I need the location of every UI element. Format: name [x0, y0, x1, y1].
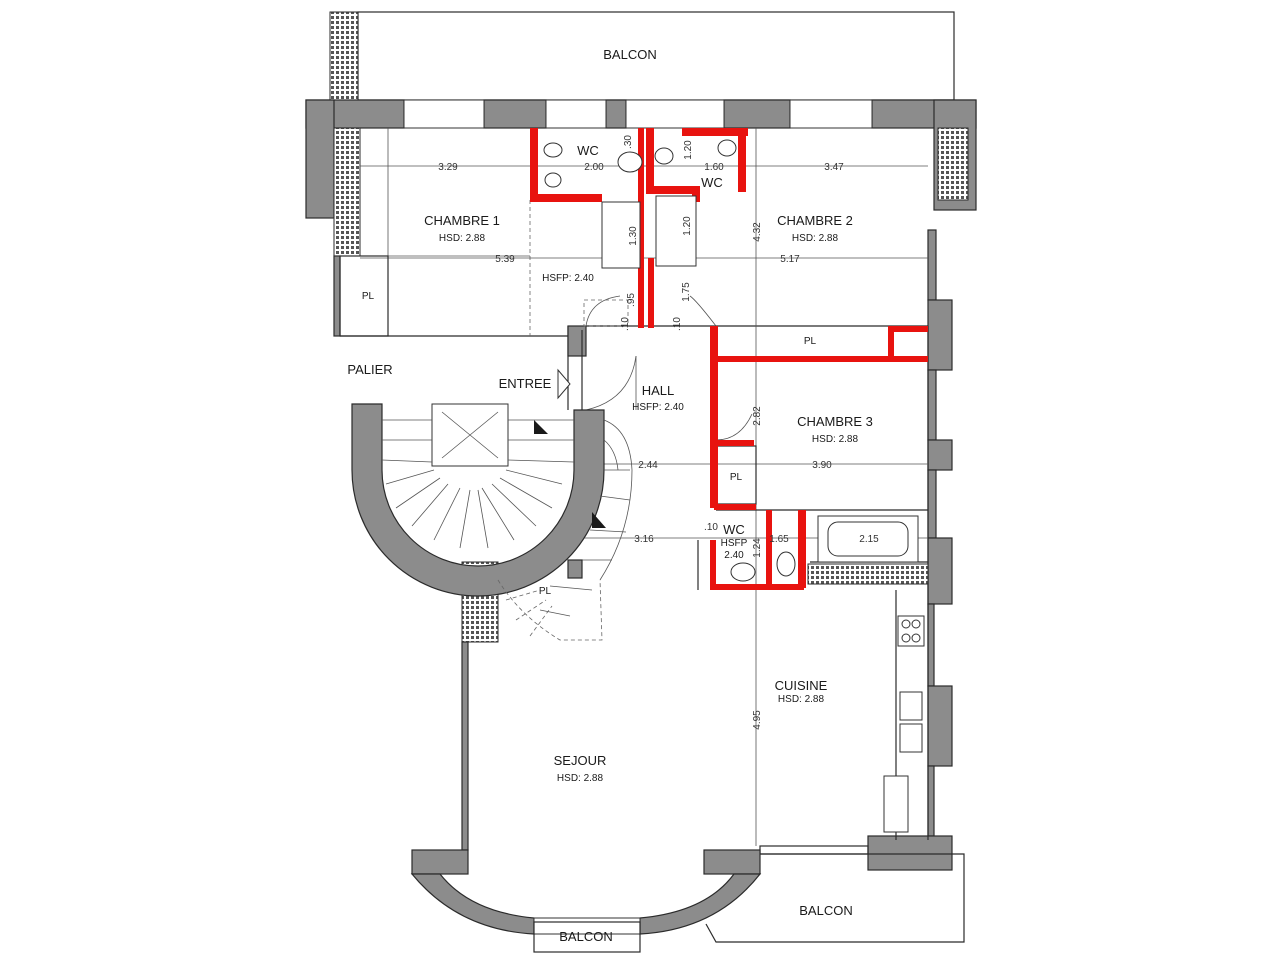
room-wc1-name: WC [577, 143, 599, 158]
sink-icon [617, 151, 643, 173]
dimension-label: 2.15 [859, 534, 879, 545]
room-sejour-height: HSD: 2.88 [557, 773, 604, 784]
pl-label: PL [539, 586, 552, 597]
fixtures [543, 139, 929, 833]
toilet-icon [543, 142, 563, 158]
staircase [351, 403, 633, 641]
room-chambre1-name: CHAMBRE 1 [424, 213, 500, 228]
dimension-label: 2.82 [752, 406, 763, 426]
sink-icon [730, 562, 756, 582]
dimension-label: 4.32 [752, 222, 763, 242]
room-chambre1-height: HSD: 2.88 [439, 233, 486, 244]
dimension-label: 4.95 [752, 710, 763, 730]
dimension-label: 1.30 [628, 226, 639, 246]
entree-label: ENTREE [499, 376, 552, 391]
balcony-top: BALCON [329, 11, 955, 101]
toilet-icon [776, 551, 796, 577]
dimension-label: 1.65 [769, 534, 789, 545]
room-labels: CHAMBRE 1 HSD: 2.88 CHAMBRE 2 HSD: 2.88 … [347, 143, 873, 784]
walls [305, 99, 977, 935]
balcony-bottom-right-label: BALCON [799, 903, 852, 918]
room-chambre2-height: HSD: 2.88 [792, 233, 839, 244]
dimension-label: 3.47 [824, 162, 844, 173]
dimensions: 3.29 2.00 1.60 3.47 5.39 5.17 4.32 1.20 … [438, 135, 879, 730]
balcony-bottom: BALCON BALCON [533, 853, 965, 953]
room-hall-name: HALL [642, 383, 675, 398]
room-wc3-height-value: 2.40 [724, 550, 744, 561]
dimension-label: 1.20 [683, 140, 694, 160]
pl-label: PL [362, 291, 375, 302]
dimension-label: 2.00 [584, 162, 604, 173]
room-corridor-height: HSFP: 2.40 [542, 273, 594, 284]
room-cuisine-name: CUISINE [775, 678, 828, 693]
balcony-bottom-left-label: BALCON [559, 929, 612, 944]
room-chambre3-name: CHAMBRE 3 [797, 414, 873, 429]
stove-icon [897, 615, 925, 647]
dimension-label: 5.39 [495, 254, 515, 265]
dimension-label: 3.16 [634, 534, 654, 545]
dimension-label: 3.90 [812, 460, 832, 471]
dimension-label: 1.20 [682, 216, 693, 236]
entry-arrow-icon [557, 368, 571, 400]
shower-icon [655, 195, 697, 267]
shower-icon [601, 201, 641, 269]
dimension-label: 2.44 [638, 460, 658, 471]
dimension-label: .10 [672, 317, 683, 331]
palier-label: PALIER [347, 362, 392, 377]
room-chambre2-name: CHAMBRE 2 [777, 213, 853, 228]
balcony-top-label: BALCON [603, 47, 656, 62]
sink-icon [899, 691, 923, 721]
dimension-label: .10 [620, 317, 631, 331]
room-wc3-height-label: HSFP [721, 538, 748, 549]
dimension-label: .10 [704, 522, 718, 533]
dimension-label: 1.75 [681, 282, 692, 302]
sink-icon [654, 147, 674, 165]
dimension-label: 1.60 [704, 162, 724, 173]
room-hall-height: HSFP: 2.40 [632, 402, 684, 413]
bidet-icon [544, 172, 562, 188]
fridge-icon [883, 775, 909, 833]
pl-label: PL [804, 336, 817, 347]
room-chambre3-height: HSD: 2.88 [812, 434, 859, 445]
dimension-label: .95 [626, 293, 637, 307]
toilet-icon [717, 139, 737, 157]
dimension-label: 5.17 [780, 254, 800, 265]
oven-icon [899, 723, 923, 753]
dimension-label: 3.29 [438, 162, 458, 173]
room-wc3-name: WC [723, 522, 745, 537]
dimension-label: .30 [623, 135, 634, 149]
new-walls [530, 128, 928, 590]
room-cuisine-height: HSD: 2.88 [778, 694, 825, 705]
room-sejour-name: SEJOUR [554, 753, 607, 768]
pl-label: PL [730, 472, 743, 483]
room-wc2-name: WC [701, 175, 723, 190]
dimension-label: 1.24 [752, 538, 763, 558]
